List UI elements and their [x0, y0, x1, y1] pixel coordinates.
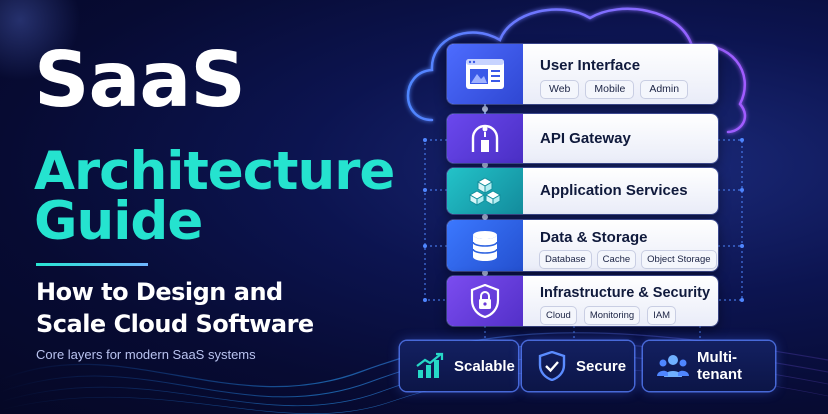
chip-list: Database Cache Object Storage [539, 250, 717, 269]
layer-label: User Interface [540, 57, 641, 74]
feature-secure: Secure [522, 341, 634, 391]
chip-cloud: Cloud [540, 306, 577, 325]
chip-database: Database [539, 250, 592, 269]
feature-multi-tenant: Multi-tenant [643, 341, 775, 391]
layer-api-gateway: API Gateway [447, 114, 718, 163]
caption: Core layers for modern SaaS systems [36, 347, 256, 362]
layer-data-storage: Data & Storage Database Cache Object Sto… [447, 220, 718, 271]
feature-label: Multi-tenant [697, 349, 742, 383]
chip-web: Web [540, 80, 580, 99]
accent-divider [36, 263, 148, 266]
tagline-line2: Scale Cloud Software [36, 310, 314, 338]
chip-cache: Cache [596, 250, 637, 269]
layer-application-services: Application Services [447, 168, 718, 214]
chip-list: Cloud Monitoring IAM [540, 306, 677, 325]
layer-label: Data & Storage [540, 229, 648, 246]
tagline-line1: How to Design and [36, 278, 283, 306]
feature-label: Scalable [454, 357, 515, 375]
browser-window-icon [447, 44, 523, 104]
check-shield-icon [536, 350, 568, 382]
hero-title: SaaS [34, 36, 246, 125]
gateway-arch-icon [447, 114, 523, 163]
layer-label: Infrastructure & Security [540, 285, 711, 301]
chip-list: Web Mobile Admin [540, 80, 689, 99]
users-group-icon [657, 350, 689, 382]
layer-label: API Gateway [540, 130, 631, 147]
chip-object-storage: Object Storage [641, 250, 717, 269]
feature-scalable: Scalable [400, 341, 518, 391]
database-icon [447, 220, 523, 271]
hero-subtitle-line2: Guide [34, 191, 203, 252]
layer-infrastructure-security: Infrastructure & Security Cloud Monitori… [447, 276, 718, 326]
layer-user-interface: User Interface Web Mobile Admin [447, 44, 718, 104]
layer-label: Application Services [540, 182, 688, 199]
hero-subtitle-line1: Architecture [34, 141, 395, 202]
chip-iam: IAM [647, 306, 677, 325]
growth-chart-icon [414, 350, 446, 382]
chip-admin: Admin [640, 80, 689, 99]
chip-mobile: Mobile [585, 80, 635, 99]
cubes-icon [447, 168, 523, 214]
chip-monitoring: Monitoring [583, 306, 641, 325]
feature-label: Secure [576, 357, 627, 375]
lock-shield-icon [447, 276, 523, 326]
